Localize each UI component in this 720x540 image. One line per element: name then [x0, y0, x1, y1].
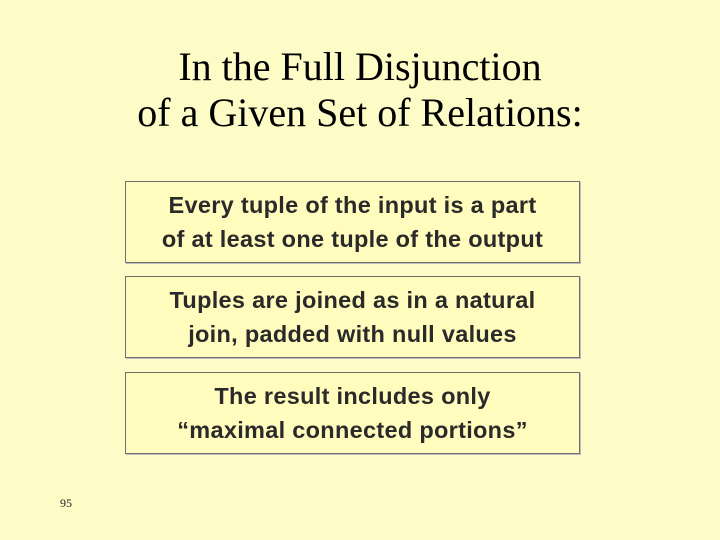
slide-title-line-1: In the Full Disjunction [178, 44, 542, 89]
slide-title: In the Full Disjunction of a Given Set o… [0, 44, 720, 136]
statement-box-2-line-2: join, padded with null values [188, 321, 517, 347]
statement-box-1-line-2: of at least one tuple of the output [161, 226, 544, 252]
slide-title-line-2: of a Given Set of Relations: [137, 90, 583, 135]
page-number: 95 [60, 496, 72, 510]
statement-box-input-tuples: Every tuple of the input is a part of at… [125, 181, 580, 263]
statement-box-3-line-1: The result includes only [214, 383, 491, 409]
statement-box-1-line-1: Every tuple of the input is a part [168, 192, 537, 218]
statement-box-3-line-2: “maximal connected portions” [177, 417, 528, 443]
statement-box-maximal-portions: The result includes only “maximal connec… [125, 372, 580, 454]
statement-box-2-line-1: Tuples are joined as in a natural [169, 287, 536, 313]
statement-box-natural-join: Tuples are joined as in a natural join, … [125, 276, 580, 358]
